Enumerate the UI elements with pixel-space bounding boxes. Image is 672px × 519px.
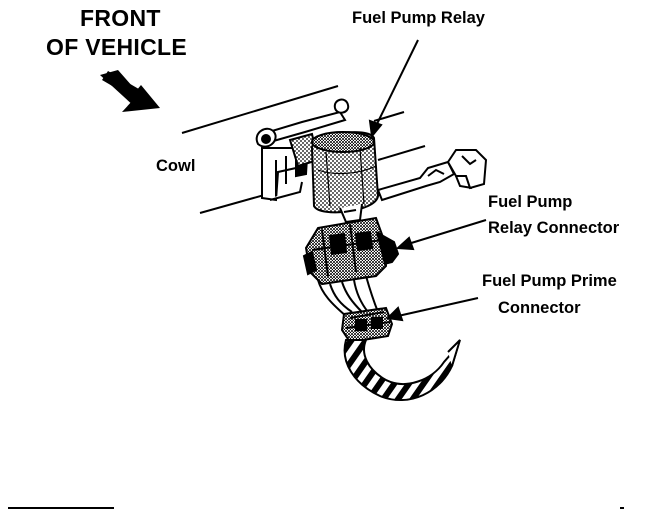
wiring-harness-loom — [343, 339, 461, 401]
fuel-pump-prime-connector — [340, 306, 394, 344]
leader-relay-connector — [395, 219, 487, 251]
leader-relay — [368, 39, 419, 139]
prime-connector-label-line1: Fuel Pump Prime — [482, 272, 617, 290]
front-label-line1: FRONT — [80, 5, 161, 31]
front-label-line2: OF VEHICLE — [46, 34, 188, 60]
fuel-pump-relay-connector — [302, 216, 400, 286]
cowl-label: Cowl — [156, 157, 196, 175]
relay-connector-label-line2: Relay Connector — [488, 219, 620, 237]
leader-prime-connector — [385, 297, 479, 322]
side-connector — [376, 149, 488, 202]
wire-bundle — [317, 275, 379, 317]
relay-label: Fuel Pump Relay — [352, 9, 485, 27]
relay-connector-label-line1: Fuel Pump — [488, 193, 573, 211]
prime-connector-label-line2: Connector — [498, 299, 581, 317]
fuel-pump-relay — [310, 131, 380, 224]
front-arrow-icon — [100, 70, 160, 112]
